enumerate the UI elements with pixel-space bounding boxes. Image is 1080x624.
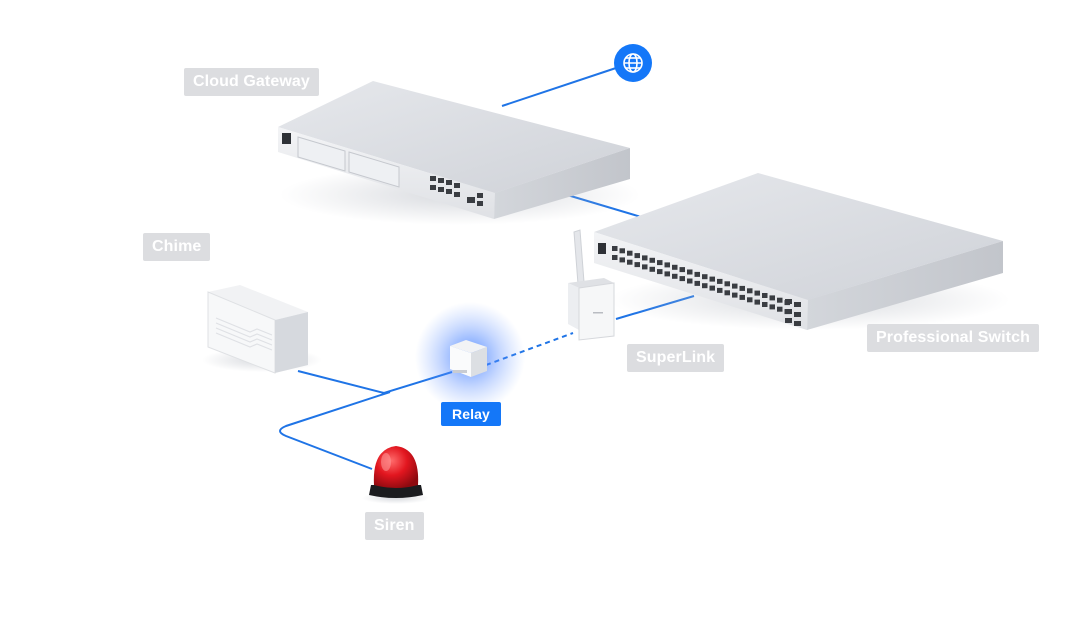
switch-port [747,288,753,294]
switch-port [672,273,678,279]
switch-port [762,293,768,298]
switch-port [724,290,730,296]
switch-port [627,259,633,265]
siren-label: Siren [365,512,424,540]
switch-port [717,287,723,293]
switch-port [649,257,655,263]
switch-port [627,250,633,256]
switch-port [717,278,723,284]
switch-port [777,306,783,312]
siren-device [362,446,430,504]
chime-label: Chime [143,233,211,261]
wireless-link-relay-superlink [485,332,574,366]
switch-port [642,264,648,270]
switch-port [702,274,708,280]
switch-port [664,262,670,268]
switch-port [739,294,745,300]
switch-port [687,269,693,275]
switch-port [694,271,700,277]
switch-port [657,269,663,275]
switch-port [762,302,768,307]
chime-device [202,285,322,374]
link-relay-siren [279,391,391,470]
switch-port [747,297,753,303]
internet-node [614,44,652,82]
switch-port [672,264,678,270]
switch-port [687,278,693,284]
switch-port [634,262,640,268]
switch-port [769,295,775,301]
cloud-gateway-device [278,81,640,225]
superlink-device [568,229,615,341]
superlink-label: SuperLink [627,344,725,372]
switch-port [702,283,708,289]
switch-port [739,285,745,291]
switch-port [732,292,738,298]
relay-label: Relay [441,402,501,426]
switch-port [709,285,715,291]
switch-port [724,281,730,287]
switch-port [679,276,685,282]
switch-port [612,246,618,251]
globe-icon [623,53,643,73]
switch-port [679,267,685,273]
relay-device [415,302,525,412]
switch-port [649,266,655,272]
cloud-gateway-label: Cloud Gateway [184,68,319,96]
switch-port [754,290,760,296]
switch-port [777,297,783,303]
switch-port [754,299,760,305]
switch-port [709,276,715,282]
professional-switch-label: Professional Switch [867,324,1039,352]
switch-port [634,253,640,259]
switch-port [619,248,625,254]
switch-port [664,271,670,277]
switch-port-array [612,246,790,315]
switch-port [694,280,700,286]
switch-port [612,255,618,260]
link-gateway-internet [501,67,617,107]
switch-port [657,260,663,266]
switch-port [732,283,738,289]
switch-port [642,255,648,261]
professional-switch-device [594,173,1010,330]
switch-port [619,257,625,263]
switch-port [769,304,775,310]
